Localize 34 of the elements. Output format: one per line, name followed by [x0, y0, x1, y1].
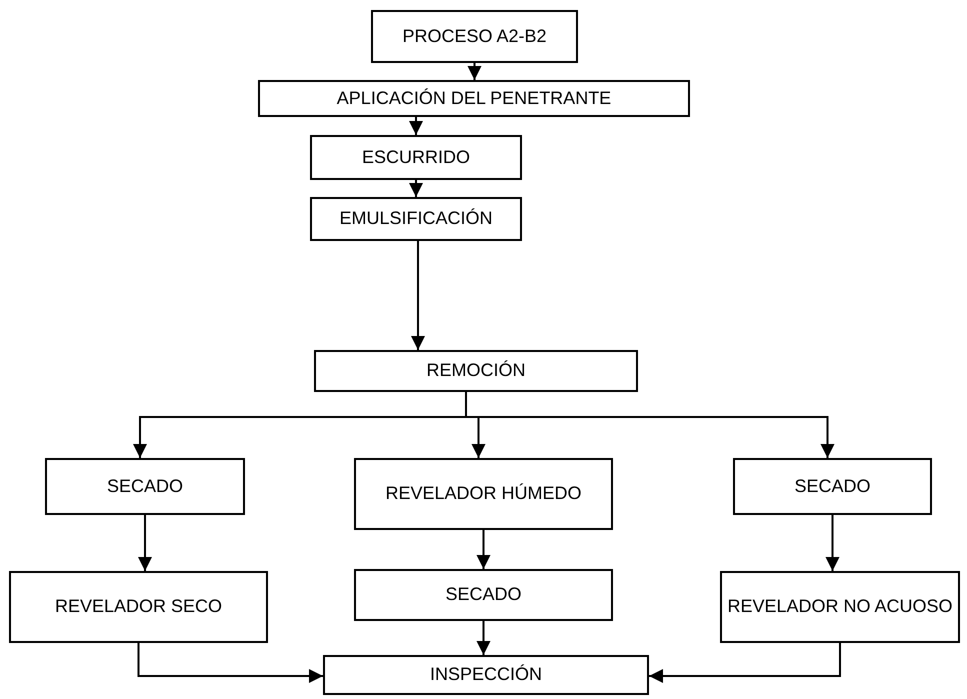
- step-label: PROCESO A2-B2: [402, 26, 547, 48]
- arrow: [409, 180, 423, 197]
- arrow: [138, 515, 152, 571]
- process-box: [371, 10, 578, 63]
- arrow: [826, 515, 840, 571]
- process-box: [314, 350, 638, 392]
- step-label: APLICACIÓN DEL PENETRANTE: [336, 88, 612, 110]
- process-box: [45, 458, 245, 515]
- step-label: EMULSIFICACIÓN: [339, 208, 493, 230]
- process-box: [323, 655, 649, 695]
- arrow: [476, 621, 490, 655]
- process-box: [720, 571, 960, 643]
- step-label: REVELADOR HÚMEDO: [385, 483, 582, 505]
- arrow: [476, 530, 490, 569]
- process-box: [310, 197, 522, 241]
- process-box: [9, 571, 268, 643]
- step-label: REMOCIÓN: [426, 360, 526, 382]
- process-box: [354, 458, 613, 530]
- step-label: SECADO: [794, 476, 871, 498]
- arrow: [649, 643, 841, 683]
- step-label: REVELADOR NO ACUOSO: [727, 596, 953, 618]
- process-box: [258, 80, 690, 117]
- arrow: [138, 643, 323, 683]
- arrow: [411, 241, 425, 350]
- arrow: [468, 63, 482, 80]
- step-label: SECADO: [445, 584, 522, 606]
- process-box: [733, 458, 932, 515]
- step-label: SECADO: [106, 476, 184, 498]
- step-label: ESCURRIDO: [362, 146, 470, 168]
- process-box: [310, 135, 522, 180]
- step-label: REVELADOR SECO: [54, 596, 222, 618]
- arrow: [409, 117, 423, 135]
- process-box: [354, 569, 613, 621]
- step-label: INSPECCIÓN: [430, 664, 542, 686]
